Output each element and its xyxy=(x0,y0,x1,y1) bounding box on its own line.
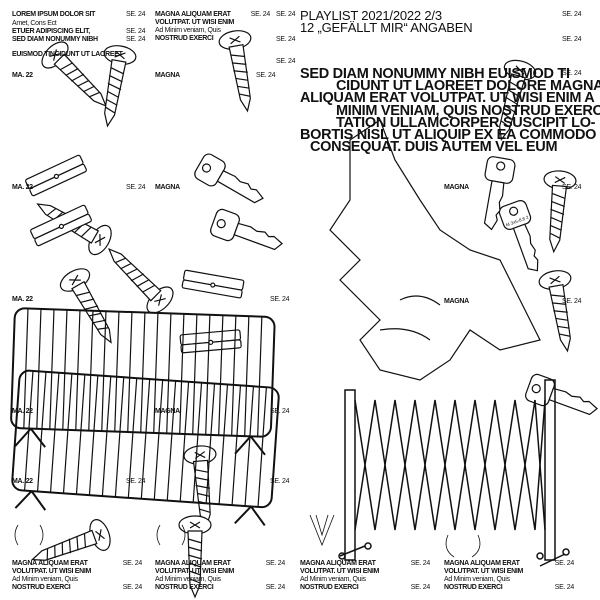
grid-label: MAGNA xyxy=(155,72,180,79)
decorative-wreath-icon xyxy=(14,514,481,558)
page-ref: SE. 24 xyxy=(250,11,271,18)
caption-line: Ad Minim veniam, Quis xyxy=(155,576,221,583)
main-text-line: CIDUNT UT LAOREET DOLORE MAGNA xyxy=(336,78,600,95)
clothespin-icon xyxy=(24,154,88,197)
scissor-gate-icon xyxy=(338,379,570,567)
main-text-line: CONSEQUAT. DUIS AUTEM VEL EUM xyxy=(310,139,558,156)
page-ref: SE. 24 xyxy=(126,36,146,43)
grid-label: MA. 22 xyxy=(12,72,33,79)
caption-line: MAGNA ALIQUAM ERAT xyxy=(155,11,231,18)
caption-line: VOLUTPAT. UT WISI ENIM xyxy=(12,568,92,575)
caption-block: MAGNA ALIQUAM ERAT SE. 24 VOLUTPAT. UT WI… xyxy=(155,560,285,592)
caption-line: VOLUTPAT. UT WISI ENIM xyxy=(300,568,380,575)
page-ref: SE. 24 xyxy=(122,584,143,591)
main-text-line: ALIQUAM ERAT VOLUTPAT. UT WISI ENIM A xyxy=(300,90,595,107)
key-icon xyxy=(208,207,287,260)
index-heading: EUISMOD TINCIDUNT UT LAOREET xyxy=(12,51,123,58)
clothespin-icon xyxy=(181,269,245,299)
screw-icon xyxy=(537,267,584,355)
page-ref: SE. 24 xyxy=(410,584,431,591)
grid-label: MA. 22 xyxy=(12,296,33,303)
page-ref: SE. 24 xyxy=(562,70,582,77)
page-ref: SE. 24 xyxy=(126,184,146,191)
screw-icon xyxy=(537,169,578,254)
caption-block: MAGNA ALIQUAM ERAT SE. 24 VOLUTPAT. UT WI… xyxy=(155,11,270,43)
page-ref: SE. 24 xyxy=(265,584,286,591)
title-line-2: 12 „GEFÄLLT MIR“ ANGABEN xyxy=(300,20,473,35)
caption-block: MAGNA ALIQUAM ERAT SE. 24 VOLUTPAT. UT WI… xyxy=(12,560,142,592)
crowd-barrier-icon xyxy=(9,307,276,456)
grid-label: MA. 22 xyxy=(12,184,33,191)
main-text-line: TATION ULLAMCORPER SUSCIPIT LO- xyxy=(336,114,596,131)
caption-line: MAGNA ALIQUAM ERAT xyxy=(12,560,88,567)
playlist-title: PLAYLIST 2021/2022 2/3 12 „GEFÄLLT MIR“ … xyxy=(300,8,473,35)
caption-line: MAGNA ALIQUAM ERAT xyxy=(300,560,376,567)
page-ref: SE. 24 xyxy=(265,560,286,567)
page-ref: SE. 24 xyxy=(126,11,146,18)
title-line-1: PLAYLIST 2021/2022 2/3 xyxy=(300,8,442,23)
caption-line: MAGNA ALIQUAM ERAT xyxy=(444,560,520,567)
page-ref: SE. 24 xyxy=(122,560,143,567)
caption-line: Ad Minim veniam, Quis xyxy=(300,576,366,583)
grid-label: MAGNA xyxy=(155,408,180,415)
caption-line: NOSTRUD EXERCI xyxy=(444,584,503,591)
screw-icon xyxy=(97,237,179,319)
grid-label: MAGNA xyxy=(444,184,469,191)
caption-line: NOSTRUD EXERCI xyxy=(12,584,71,591)
page-ref: SE. 24 xyxy=(126,28,146,35)
main-text-line: SED DIAM NONUMMY NIBH EUISMOD TI xyxy=(300,66,570,82)
main-text-line: MINIM VENIAM, QUIS NOSTRUD EXERCI xyxy=(336,102,600,119)
caption-line: Ad Minim veniam, Quis xyxy=(12,576,78,583)
key-icon xyxy=(192,151,270,213)
screw-icon xyxy=(182,444,223,529)
caption-line: VOLUTPAT. UT WISI ENIM xyxy=(444,568,524,575)
caption-block: MAGNA ALIQUAM ERAT SE. 24 VOLUTPAT. UT WI… xyxy=(444,560,574,592)
key-icon xyxy=(497,198,550,277)
caption-line: VOLUTPAT. UT WISI ENIM xyxy=(155,19,235,26)
page-ref: SE. 24 xyxy=(562,184,582,191)
page-ref: SE. 24 xyxy=(276,11,296,18)
page-ref: SE. 24 xyxy=(410,560,431,567)
page-ref: SE. 24 xyxy=(270,296,290,303)
key-with-stamp: M 3x5-8.8 2 xyxy=(497,198,550,277)
page-ref: SE. 24 xyxy=(256,72,276,79)
page-ref: SE. 24 xyxy=(562,11,582,18)
page-ref: SE. 24 xyxy=(554,584,575,591)
page-ref: SE. 24 xyxy=(270,408,290,415)
main-text-block: SED DIAM NONUMMY NIBH EUISMOD TI CIDUNT … xyxy=(300,66,600,156)
grid-label: MAGNA xyxy=(155,184,180,191)
index-heading: ETUER ADIPISCING ELIT, xyxy=(12,28,90,35)
caption-line: NOSTRUD EXERCI xyxy=(155,584,214,591)
index-heading: LOREM IPSUM DOLOR SIT xyxy=(12,11,96,18)
screw-icon xyxy=(56,263,126,351)
caption-block: MAGNA ALIQUAM ERAT SE. 24 VOLUTPAT. UT WI… xyxy=(300,560,430,592)
key-icon xyxy=(523,372,600,425)
index-heading: SED DIAM NONUMMY NIBH xyxy=(12,36,98,43)
caption-line: MAGNA ALIQUAM ERAT xyxy=(155,560,231,567)
index-sub: Amet, Cons Ect xyxy=(12,20,57,27)
caption-line: VOLUTPAT. UT WISI ENIM xyxy=(155,568,235,575)
grid-label: MA. 22 xyxy=(12,478,33,485)
grid-label: MAGNA xyxy=(444,298,469,305)
page-ref: SE. 24 xyxy=(554,560,575,567)
grid-label: MA. 22 xyxy=(12,408,33,415)
page-ref: SE. 24 xyxy=(562,298,582,305)
clothespin-icon xyxy=(179,329,242,354)
page-ref: SE. 24 xyxy=(270,478,290,485)
page-ref: SE. 24 xyxy=(276,36,296,43)
page-ref: SE. 24 xyxy=(276,58,296,65)
main-text-line: BORTIS NISL UT ALIQUIP EX EA COMMODO xyxy=(300,127,597,144)
page-ref: SE. 24 xyxy=(562,36,582,43)
caption-line: Ad Minim veniam, Quis xyxy=(155,27,221,34)
page-ref: SE. 24 xyxy=(126,478,146,485)
bird-icon xyxy=(329,119,541,381)
caption-line: Ad Minim veniam, Quis xyxy=(444,576,510,583)
caption-line: NOSTRUD EXERCI xyxy=(155,35,214,42)
caption-line: NOSTRUD EXERCI xyxy=(300,584,359,591)
